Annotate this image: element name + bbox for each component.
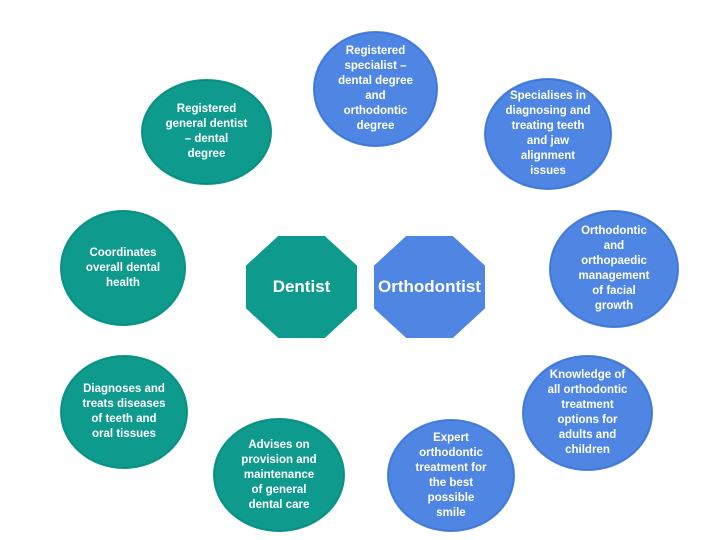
text-line: the best	[428, 476, 474, 489]
text-line: Diagnoses and	[83, 383, 165, 395]
orthodontist-knowledge-text: Knowledge of all orthodontic treatment o…	[548, 368, 628, 458]
text-line: provision and	[241, 453, 317, 466]
dentist-degree-circle: Registered general dentist – dental degr…	[141, 79, 272, 185]
text-line: all orthodontic	[547, 384, 628, 396]
text-line: of teeth and	[91, 413, 157, 425]
text-line: Registered	[176, 103, 237, 115]
text-line: children	[565, 444, 610, 456]
text-line: and jaw	[526, 135, 570, 147]
orthodontist-expert-circle: Expert orthodontic treatment for the bes…	[387, 419, 515, 532]
text-line: management	[578, 270, 650, 282]
text-line: Orthodontic	[581, 225, 647, 237]
orthodontist-knowledge-circle: Knowledge of all orthodontic treatment o…	[522, 355, 653, 471]
text-line: alignment	[520, 150, 576, 162]
orthodontist-orthopaedic-circle: Orthodontic and orthopaedic management o…	[549, 210, 679, 328]
dentist-advises-circle: Advises on provision and maintenance of …	[213, 418, 345, 532]
text-line: dental degree	[338, 75, 413, 87]
text-line: growth	[594, 300, 634, 312]
text-line: Knowledge of	[549, 369, 626, 381]
text-line: possible	[427, 491, 475, 504]
text-line: specialist –	[344, 60, 407, 72]
text-line: maintenance	[243, 468, 315, 481]
text-line: treating teeth	[511, 120, 585, 132]
text-line: adults and	[558, 429, 617, 441]
orthodontist-specialises-text: Specialises in diagnosing and treating t…	[506, 89, 591, 179]
text-line: degree	[187, 148, 226, 160]
dentist-center-label: Dentist	[272, 277, 331, 296]
orthodontist-orthopaedic-text: Orthodontic and orthopaedic management o…	[579, 224, 650, 314]
text-line: smile	[436, 506, 466, 519]
dentist-advises-text: Advises on provision and maintenance of …	[241, 438, 316, 513]
text-line: and	[603, 240, 625, 252]
text-line: treatment for	[415, 461, 487, 474]
text-line: treatment	[561, 399, 614, 411]
dentist-center-octagon: Dentist	[246, 236, 357, 338]
text-line: treats diseases	[82, 398, 166, 410]
text-line: – dental	[184, 133, 229, 145]
text-line: Coordinates	[89, 246, 157, 259]
text-line: diagnosing and	[505, 105, 591, 117]
orthodontist-center-label: Orthodontist	[378, 277, 481, 296]
text-line: orthopaedic	[581, 255, 647, 267]
text-line: of general	[251, 483, 307, 496]
text-line: options for	[557, 414, 618, 426]
orthodontist-degree-circle: Registered specialist – dental degree an…	[313, 31, 438, 147]
text-line: Advises on	[248, 438, 310, 451]
text-line: Specialises in	[509, 90, 587, 102]
text-line: general dentist	[165, 118, 248, 130]
dentist-diagnoses-text: Diagnoses and treats diseases of teeth a…	[82, 382, 165, 442]
orthodontist-specialises-circle: Specialises in diagnosing and treating t…	[484, 78, 612, 190]
orthodontist-expert-text: Expert orthodontic treatment for the bes…	[416, 431, 487, 521]
dentist-degree-text: Registered general dentist – dental degr…	[166, 102, 248, 162]
dentist-coordinates-circle: Coordinates overall dental health	[60, 210, 186, 326]
text-line: orthodontic	[343, 105, 408, 117]
text-line: and	[365, 90, 386, 102]
text-line: overall dental	[85, 261, 161, 274]
text-line: health	[106, 276, 140, 289]
text-line: issues	[530, 165, 566, 177]
orthodontist-degree-text: Registered specialist – dental degree an…	[338, 44, 413, 134]
text-line: Registered	[345, 45, 406, 57]
orthodontist-center-octagon: Orthodontist	[374, 236, 485, 338]
text-line: oral tissues	[92, 428, 156, 440]
text-line: dental care	[248, 498, 310, 511]
text-line: degree	[356, 120, 395, 132]
dentist-diagnoses-circle: Diagnoses and treats diseases of teeth a…	[60, 355, 188, 469]
text-line: orthodontic	[419, 446, 483, 459]
dentist-coordinates-text: Coordinates overall dental health	[86, 246, 160, 291]
text-line: Expert	[433, 431, 469, 444]
text-line: of facial	[592, 285, 636, 297]
